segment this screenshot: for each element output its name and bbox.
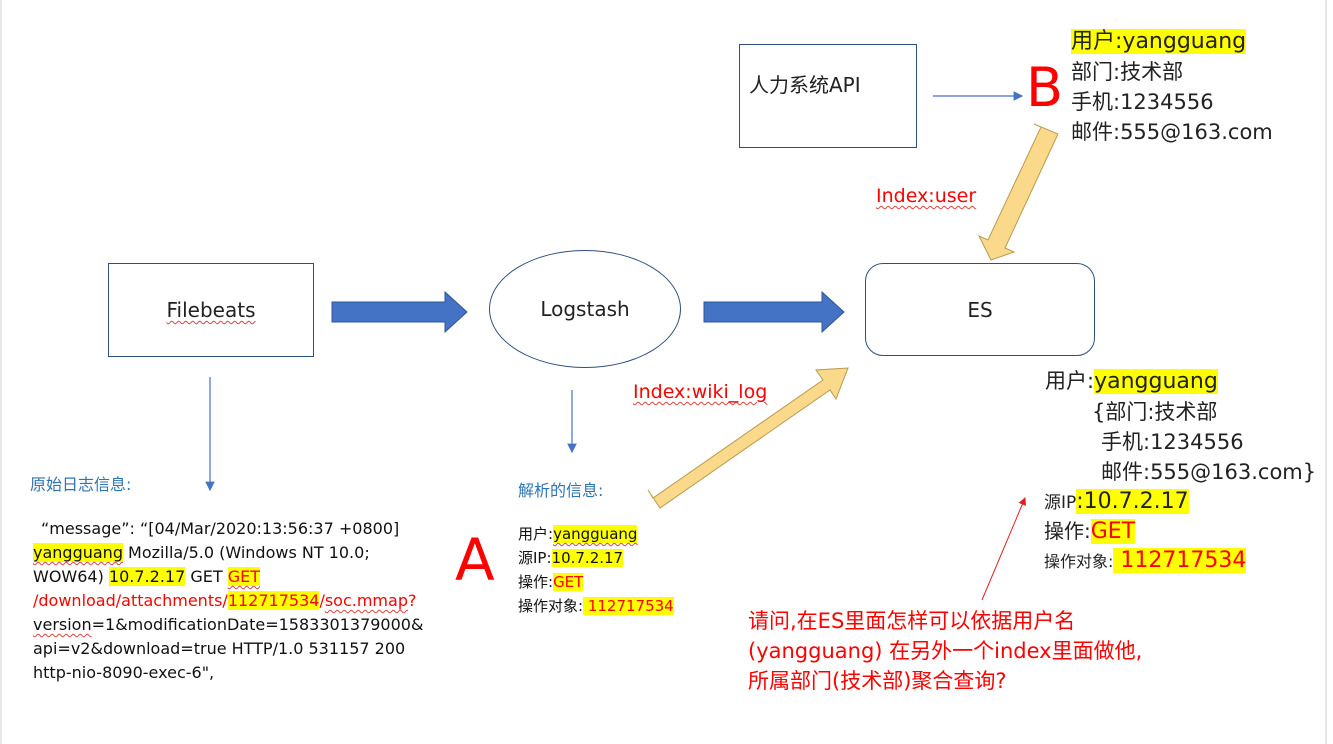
raw-log-line-4a: /download/attachments/ bbox=[33, 591, 228, 610]
index-wiki-log-label: Index:wiki_log bbox=[633, 381, 768, 403]
es-label: ES bbox=[967, 297, 993, 322]
es-doc-phone: 手机:1234556 bbox=[1101, 430, 1244, 454]
parsed-op-value: GET bbox=[553, 573, 584, 591]
raw-log-user: yangguang bbox=[33, 543, 123, 562]
raw-log-text: “message”: “[04/Mar/2020:13:56:37 +0800]… bbox=[33, 517, 423, 685]
b-user-value: yangguang bbox=[1122, 29, 1247, 54]
raw-log-get: GET bbox=[227, 567, 260, 586]
es-doc-email: 邮件:555@163.com} bbox=[1101, 460, 1317, 484]
es-doc-user-label: 用户: bbox=[1045, 369, 1095, 393]
parsed-info: 用户:yangguang 源IP:10.7.2.17 操作:GET 操作对象: … bbox=[518, 522, 674, 618]
parsed-op-label: 操作: bbox=[518, 573, 554, 591]
raw-log-line-2: Mozilla/5.0 (Windows NT 10.0; bbox=[122, 543, 370, 562]
raw-log-ip: 10.7.2.17 bbox=[108, 567, 186, 586]
question-line-3: 所属部门(技术部)聚合查询? bbox=[748, 669, 1007, 693]
raw-log-line-5a: version bbox=[33, 615, 92, 634]
logstash-ellipse: Logstash bbox=[489, 250, 681, 368]
b-user-label: 用户: bbox=[1071, 29, 1123, 54]
logstash-to-es-arrow bbox=[703, 290, 845, 334]
raw-log-line-3b: GET bbox=[185, 567, 228, 586]
es-doc-ip-label: 源IP bbox=[1044, 493, 1077, 513]
b-dept: 部门:技术部 bbox=[1071, 60, 1184, 84]
parsed-ip-value: 10.7.2.17 bbox=[551, 549, 624, 567]
raw-log-title: 原始日志信息: bbox=[30, 475, 132, 494]
es-doc-nested: {部门:技术部 手机:1234556 邮件:555@163.com} bbox=[1092, 397, 1316, 487]
b-email: 邮件:555@163.com bbox=[1071, 120, 1273, 144]
hr-api-box: 人力系统API bbox=[739, 44, 917, 148]
label-b: B bbox=[1026, 56, 1064, 119]
parsed-user-value: yangguang bbox=[553, 525, 638, 543]
es-doc-target-value: 112717534 bbox=[1113, 548, 1247, 573]
raw-log-line-4c: soc.mmap bbox=[324, 591, 408, 610]
raw-log-line-6: api=v2&download=true HTTP/1.0 531157 200 bbox=[33, 639, 406, 658]
logstash-label: Logstash bbox=[540, 297, 630, 321]
raw-log-line-3a: WOW64) bbox=[33, 567, 109, 586]
a-to-es-arrow bbox=[647, 367, 849, 509]
raw-log-line-4b: / bbox=[319, 591, 325, 610]
raw-log-line-1: “message”: “[04/Mar/2020:13:56:37 +0800] bbox=[41, 519, 400, 538]
hr-api-label: 人力系统API bbox=[749, 73, 861, 97]
raw-log-id: 112717534 bbox=[227, 591, 320, 610]
filebeats-box: Filebeats bbox=[108, 263, 314, 357]
question-text: 请问,在ES里面怎样可以依据用户名 (yangguang) 在另外一个index… bbox=[748, 606, 1142, 696]
question-line-1: 请问,在ES里面怎样可以依据用户名 bbox=[748, 609, 1076, 633]
label-a: A bbox=[455, 526, 495, 594]
parsed-ip-label: 源IP: bbox=[518, 549, 552, 567]
es-doc-ip-value: :10.7.2.17 bbox=[1076, 489, 1189, 514]
es-doc-dept: {部门:技术部 bbox=[1092, 400, 1218, 424]
b-phone: 手机:1234556 bbox=[1071, 90, 1214, 114]
raw-log-line-7: http-nio-8090-exec-6", bbox=[33, 663, 215, 682]
es-doc-target-label: 操作对象: bbox=[1044, 552, 1114, 571]
es-doc-user-value: yangguang bbox=[1094, 369, 1218, 394]
user-info-b: 用户:yangguang 部门:技术部 手机:1234556 邮件:555@16… bbox=[1071, 26, 1273, 147]
parsed-title: 解析的信息: bbox=[518, 481, 604, 500]
parsed-target-value: 112717534 bbox=[583, 597, 674, 615]
es-doc-target: 操作对象: 112717534 bbox=[1044, 546, 1247, 577]
filebeats-to-logstash-arrow bbox=[331, 290, 468, 334]
es-doc-op-value: GET bbox=[1090, 519, 1136, 544]
es-doc-user: 用户:yangguang bbox=[1045, 366, 1218, 397]
raw-log-line-4d: ? bbox=[407, 591, 417, 610]
question-line-2: (yangguang) 在另外一个index里面做他, bbox=[748, 639, 1143, 663]
parsed-user-label: 用户: bbox=[518, 525, 554, 543]
es-doc-op-label: 操作: bbox=[1044, 519, 1091, 543]
question-to-es-arrow bbox=[981, 497, 1026, 601]
raw-log-line-5b: =1&modificationDate=1583301379000& bbox=[91, 615, 424, 634]
es-box: ES bbox=[865, 263, 1095, 356]
es-doc-ip: 源IP:10.7.2.17 bbox=[1044, 487, 1189, 518]
parsed-target-label: 操作对象: bbox=[518, 597, 584, 615]
filebeats-label: Filebeats bbox=[166, 298, 256, 322]
index-user-label: Index:user bbox=[876, 185, 977, 207]
b-to-es-arrow bbox=[977, 123, 1059, 261]
es-doc-op: 操作:GET bbox=[1044, 516, 1136, 548]
